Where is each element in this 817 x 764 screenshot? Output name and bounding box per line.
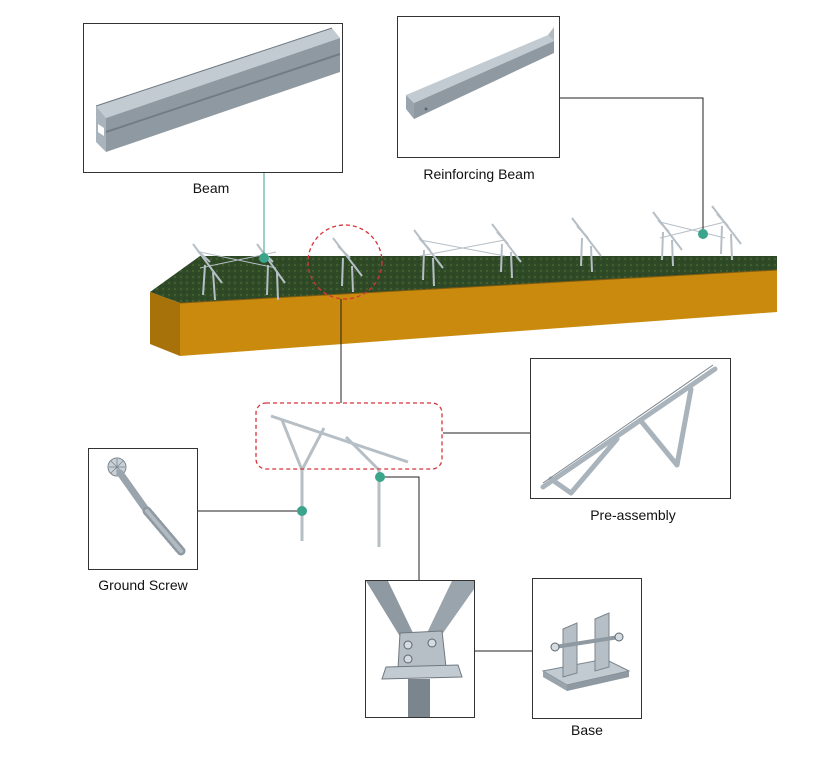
- ground-screw-callout-dot: [297, 506, 307, 516]
- reinforcing-beam-callout-dot: [698, 229, 708, 239]
- reinforcing-beam-label: Reinforcing Beam: [423, 166, 535, 182]
- beam-callout-dot: [259, 253, 269, 263]
- beam-image: [95, 27, 341, 152]
- base-image: [541, 612, 631, 691]
- base-closeup-panel: [365, 580, 475, 718]
- ground-block: [150, 256, 778, 356]
- reinforcing-beam-image: [406, 27, 554, 119]
- ground-front-face: [150, 292, 180, 356]
- ground-long-face: [180, 270, 777, 356]
- leader-lines: [198, 97, 704, 652]
- ground-screw-label: Ground Screw: [98, 577, 188, 593]
- base-panel: [532, 578, 642, 719]
- highlight-circle: [307, 224, 383, 300]
- frame-single-highlighted: [332, 237, 363, 293]
- base-callout-dot: [375, 472, 385, 482]
- base-closeup-image: [366, 581, 474, 717]
- pre-assembly-panel: [530, 358, 731, 499]
- callout-dots: [259, 229, 708, 655]
- frame-pair-3: [652, 205, 742, 267]
- beam-label: Beam: [192, 180, 230, 196]
- detail-highlight-box: [255, 402, 443, 470]
- detail-frame: [270, 414, 409, 547]
- base-label: Base: [571, 722, 603, 738]
- ground-screw-panel: [88, 448, 198, 570]
- reinforcing-beam-panel: [397, 16, 560, 158]
- frame-single-2: [571, 217, 602, 273]
- frame-pair-2: [413, 223, 522, 287]
- pre-assembly-label: Pre-assembly: [590, 507, 676, 523]
- ground-screw-image: [107, 457, 186, 556]
- pre-assembly-image: [540, 364, 718, 496]
- beam-panel: [83, 23, 343, 173]
